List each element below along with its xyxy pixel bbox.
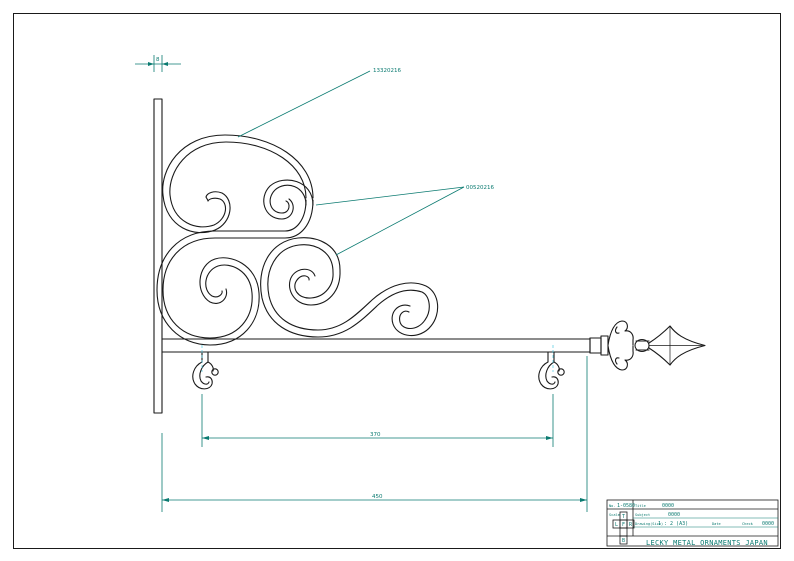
tb-date-label: Date [712,522,721,526]
tb-checked-value: 0000 [762,521,774,527]
left-hook [192,351,219,390]
tb-title-label: Title [635,504,646,508]
tb-view-front: F [622,522,625,528]
dimension-hook-spacing: 370 [201,345,554,447]
dim-hook-spacing-text: 370 [370,432,381,438]
dimension-plate-thickness: 8 [135,55,181,72]
tb-drawing-info-label: Drawing(Size) [635,522,663,526]
tb-scale-label: Scale [609,513,620,517]
dim-overall-length-text: 450 [372,494,383,500]
tb-view-top: T [622,514,625,520]
wall-plate [153,98,163,414]
dimension-overall-length: 450 [161,356,588,512]
tb-checked-label: Check [742,522,754,526]
title-block: No. 1-0580 Title 0000 Scale Subject 0000… [606,499,779,547]
horizontal-arm [161,335,609,356]
dim-plate-thickness-text: 8 [156,57,160,63]
tb-view-right: R [629,522,633,528]
finial [607,320,706,371]
callout-outer-scroll-text: 13320216 [373,68,401,74]
tb-subject-label: Subject [635,513,650,517]
tb-subject-value: 0000 [668,512,680,518]
bracket-drawing [153,98,706,414]
tb-drawing-info-value: 1 : 2 (A3) [658,521,688,527]
tb-no-value: 1-0580 [617,503,635,509]
lower-left-scroll [156,230,286,346]
tb-view-bottom: B [622,538,625,544]
upper-small-scroll [263,179,314,239]
outer-scroll [162,134,314,234]
callout-inner-scroll: 00520216 [315,185,494,256]
lower-right-scroll [260,237,439,338]
callout-inner-scroll-text: 00520216 [466,185,494,191]
callout-outer-scroll: 13320216 [237,68,401,138]
tb-company: LECKY METAL ORNAMENTS JAPAN [646,539,768,547]
sheet-border [13,13,781,549]
tb-no-label: No. [609,504,616,508]
tb-title-value: 0000 [662,503,674,509]
right-hook [538,351,565,390]
tb-view-left: L [615,522,618,528]
